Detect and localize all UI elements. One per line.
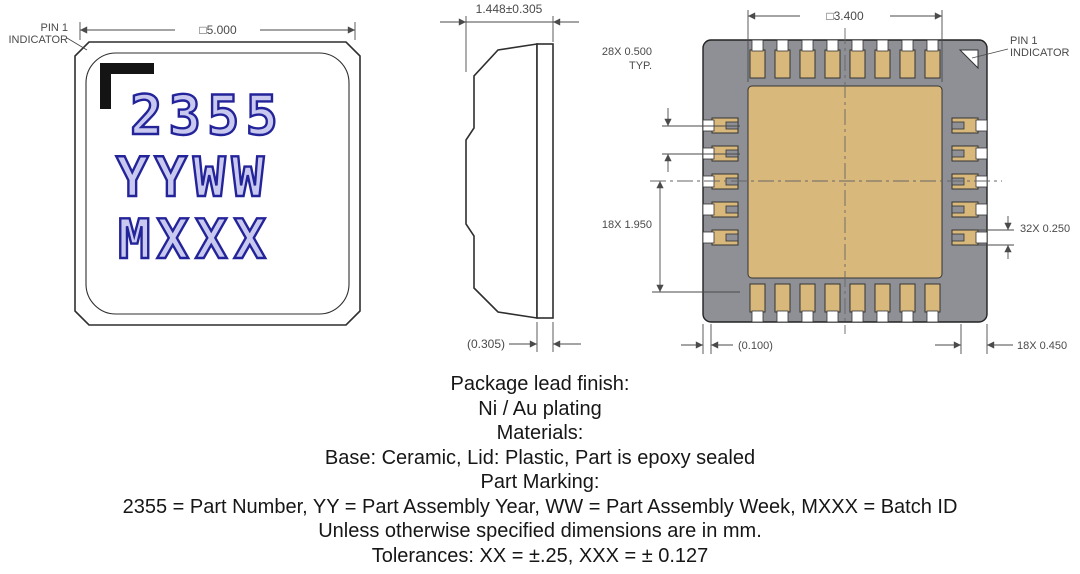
pin1-label-line2: INDICATOR — [1010, 47, 1070, 59]
dim-lead-pitch: 28X 0.500 — [602, 46, 652, 58]
dim-lead-width: 32X 0.250 — [1020, 223, 1070, 235]
marking-date-code: YYWW — [116, 146, 270, 209]
dim-edge-gap: (0.100) — [738, 340, 773, 352]
note-lead-finish-value: Ni / Au plating — [478, 397, 602, 420]
pin1-leader-line — [971, 48, 1009, 59]
pin1-corner-chamfer — [958, 49, 979, 70]
drawing-notes: Package lead finish: Ni / Au plating Mat… — [0, 372, 1080, 568]
package-outline — [74, 41, 361, 326]
dim-body-size: □5.000 — [199, 23, 237, 37]
pin1-label-line1: PIN 1 — [1010, 35, 1038, 47]
note-materials-value: Base: Ceramic, Lid: Plastic, Part is epo… — [324, 446, 756, 469]
dim-base-thickness: (0.305) — [467, 337, 505, 351]
bottom-view: □3.400 28X 0.500 TYP. 18X 1.950 32X 0.25… — [602, 9, 1070, 354]
marking-part-number: 2355 — [130, 84, 284, 147]
top-view: 2355 YYWW MXXX □5.000 PIN 1 INDICATOR — [9, 22, 361, 326]
pin1-leader-line — [66, 37, 88, 51]
dim-lead-span: 18X 1.950 — [602, 219, 652, 231]
edge-castellations — [702, 39, 988, 323]
note-tolerances: Tolerances: XX = ±.25, XXX = ± 0.127 — [371, 544, 709, 567]
pin1-corner-mark — [100, 63, 154, 109]
top-leads — [749, 49, 941, 79]
dim-lead-pitch-typ: TYP. — [629, 60, 652, 72]
note-materials-title: Materials: — [496, 422, 584, 444]
dim-overall-thickness: 1.448±0.305 — [476, 2, 543, 16]
side-view: 1.448±0.305 (0.305) — [440, 2, 581, 352]
pin1-label-line2: INDICATOR — [9, 34, 69, 46]
lid-outline — [85, 52, 350, 315]
lid-profile — [465, 43, 538, 319]
dim-lead-length: 18X 0.450 — [1017, 340, 1067, 352]
bottom-leads — [749, 283, 941, 313]
dim-pad-size: □3.400 — [826, 9, 864, 23]
pin1-label-line1: PIN 1 — [40, 22, 68, 34]
base-profile — [536, 43, 554, 319]
note-part-marking-value: 2355 = Part Number, YY = Part Assembly Y… — [122, 495, 958, 518]
marking-batch-id: MXXX — [118, 208, 272, 271]
note-lead-finish-title: Package lead finish: — [450, 373, 630, 395]
right-leads — [951, 117, 979, 246]
note-dimensions-units: Unless otherwise specified dimensions ar… — [318, 520, 762, 542]
drawing-views: 2355 YYWW MXXX □5.000 PIN 1 INDICATOR 1.… — [9, 2, 1070, 354]
note-part-marking-title: Part Marking: — [480, 471, 600, 493]
